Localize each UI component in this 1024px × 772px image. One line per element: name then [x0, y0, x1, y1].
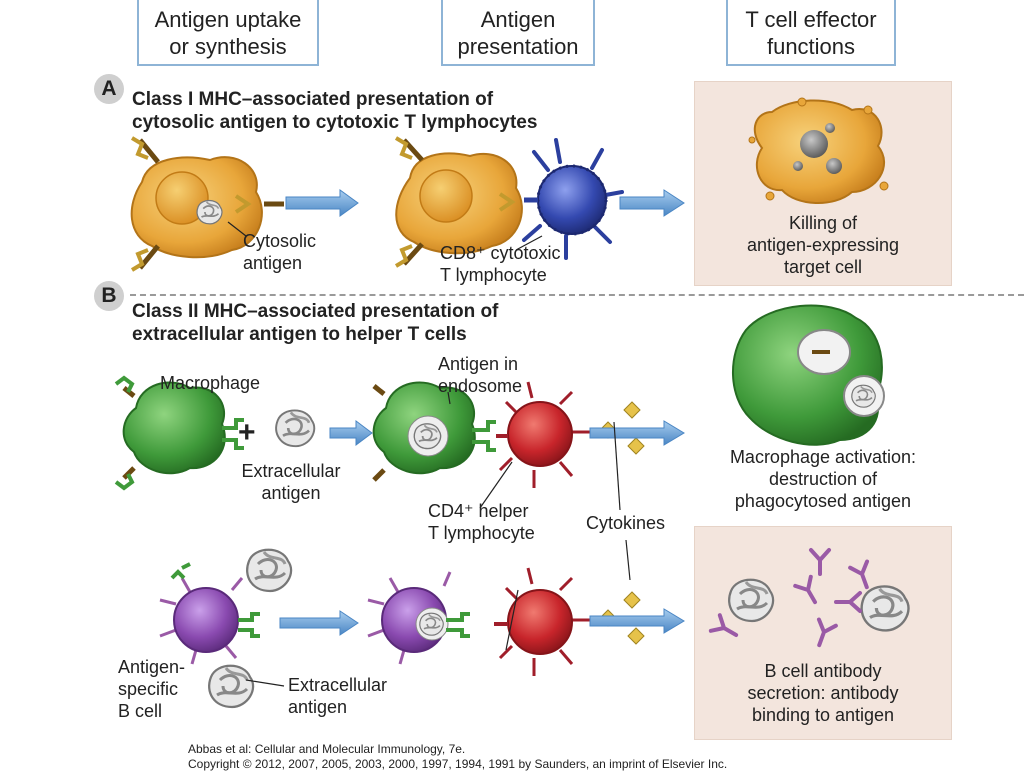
column-header-presentation: Antigen presentation	[441, 0, 595, 66]
b-cell-b1	[159, 562, 260, 665]
label-extracellular-b1-line2: antigen	[261, 483, 321, 503]
label-b-cell: Antigen- specific B cell	[118, 656, 185, 722]
apc-cell-orange-a1	[130, 136, 284, 272]
label-killing-line2: antigen-expressing	[746, 235, 900, 255]
arrow-b2	[589, 420, 685, 446]
label-antibody-line2: secretion: antibody	[747, 683, 899, 703]
dying-target-cell	[748, 97, 889, 204]
section-divider	[130, 294, 1024, 296]
label-antibody-secretion: B cell antibody secretion: antibody bind…	[694, 660, 952, 726]
label-killing-line1: Killing of	[788, 213, 858, 233]
label-macrophage-activation-line2: destruction of	[768, 469, 878, 489]
column-header-presentation-line2: presentation	[457, 34, 579, 59]
extracellular-antigen-b1	[274, 409, 316, 448]
label-plus: +	[238, 416, 256, 449]
column-header-uptake: Antigen uptake or synthesis	[137, 0, 319, 66]
label-b-cell-line2: specific	[118, 679, 179, 699]
extracellular-antigen-b2-top	[245, 548, 293, 593]
label-macrophage-activation: Macrophage activation: destruction of ph…	[694, 446, 952, 512]
label-cd8-line2: T lymphocyte	[440, 265, 547, 285]
footer-line1: Abbas et al: Cellular and Molecular Immu…	[188, 742, 466, 756]
label-cytosolic-antigen: Cytosolic antigen	[243, 230, 316, 274]
label-extracellular-b2-line2: antigen	[288, 697, 348, 717]
arrow-b4	[589, 608, 685, 634]
label-extracellular-antigen-b2: Extracellular antigen	[288, 674, 387, 718]
column-header-effector: T cell effector functions	[726, 0, 896, 66]
label-antibody-line1: B cell antibody	[764, 661, 882, 681]
footer-line2: Copyright © 2012, 2007, 2005, 2003, 2000…	[188, 757, 728, 771]
label-killing: Killing of antigen-expressing target cel…	[694, 212, 952, 278]
label-killing-line3: target cell	[783, 257, 863, 277]
arrow-b3	[279, 610, 359, 636]
arrow-a1	[285, 189, 359, 217]
cd8-cytotoxic-t-cell	[522, 138, 624, 260]
column-header-uptake-line1: Antigen uptake	[154, 7, 302, 32]
cd4-helper-t-cell-b2	[494, 567, 590, 676]
label-macrophage-activation-line1: Macrophage activation:	[729, 447, 917, 467]
activated-macrophage	[731, 304, 885, 446]
label-extracellular-b2-line1: Extracellular	[288, 675, 388, 695]
label-b-cell-line1: Antigen-	[118, 657, 186, 677]
label-antigen-in-endosome: Antigen in endosome	[438, 353, 522, 397]
label-cd4-line1: CD4⁺ helper	[428, 501, 529, 521]
cd4-helper-t-cell-b1	[496, 381, 590, 488]
label-cd8-line1: CD8⁺ cytotoxic	[440, 243, 561, 263]
label-b-cell-line3: B cell	[118, 701, 163, 721]
column-header-uptake-line2: or synthesis	[169, 34, 287, 59]
section-b-title-line2: extracellular antigen to helper T cells	[132, 324, 467, 345]
section-b-title-line1: Class II MHC–associated presentation of	[132, 301, 499, 322]
label-extracellular-antigen-b1: Extracellular antigen	[226, 460, 356, 504]
label-cytosolic-antigen-line1: Cytosolic	[243, 231, 317, 251]
label-endosome-line2: endosome	[438, 376, 523, 396]
label-extracellular-b1-line1: Extracellular	[241, 461, 341, 481]
column-header-effector-line1: T cell effector	[745, 7, 877, 32]
label-cytokines: Cytokines	[586, 513, 666, 533]
macrophage-cell-b1	[114, 375, 244, 491]
label-cd8-t-cell: CD8⁺ cytotoxic T lymphocyte	[440, 242, 561, 286]
extracellular-antigen-b2-bottom	[207, 664, 255, 709]
label-antibody-line3: binding to antigen	[751, 705, 895, 725]
label-cytosolic-antigen-line2: antigen	[243, 253, 303, 273]
apc-cell-orange-a2	[394, 136, 523, 268]
arrow-a2	[619, 189, 685, 217]
leader-lines	[227, 221, 631, 687]
arrow-b1	[329, 420, 373, 446]
section-b-title: Class II MHC–associated presentation of …	[132, 300, 498, 346]
section-a-letter: A	[94, 74, 124, 104]
label-macrophage-activation-line3: phagocytosed antigen	[734, 491, 912, 511]
section-b-letter: B	[94, 281, 124, 311]
section-a-title: Class I MHC–associated presentation of c…	[132, 88, 537, 134]
section-a-title-line1: Class I MHC–associated presentation of	[132, 89, 494, 110]
label-cd4-line2: T lymphocyte	[428, 523, 535, 543]
label-endosome-line1: Antigen in	[438, 354, 519, 374]
label-cd4-helper: CD4⁺ helper T lymphocyte	[428, 500, 535, 544]
antibodies-and-antigen	[708, 548, 911, 651]
section-a-title-line2: cytosolic antigen to cytotoxic T lymphoc…	[132, 112, 538, 133]
macrophage-cell-b2	[372, 381, 496, 482]
b-cell-b2	[367, 571, 470, 665]
label-macrophage: Macrophage	[160, 373, 261, 393]
column-header-effector-line2: functions	[766, 34, 856, 59]
column-header-presentation-line1: Antigen	[480, 7, 556, 32]
